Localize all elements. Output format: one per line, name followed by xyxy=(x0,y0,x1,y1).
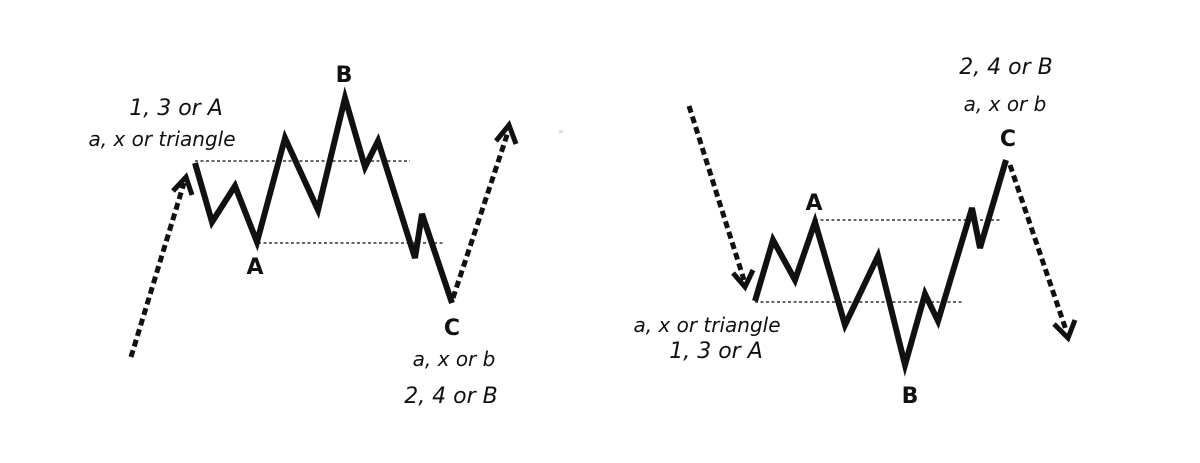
right-point-b-label: B xyxy=(902,384,919,409)
right-end-label-2: a, x or b xyxy=(964,92,1047,116)
right-diagram: a, x or triangle 1, 3 or A A B C 2, 4 or… xyxy=(633,55,1078,409)
right-point-a-label: A xyxy=(805,191,822,216)
left-incoming-arrowhead-icon xyxy=(171,172,195,196)
left-incoming-trend-arrow xyxy=(128,182,187,358)
left-point-b-label: B xyxy=(336,63,353,88)
right-flat-wave xyxy=(752,159,1009,377)
left-end-label-2: 2, 4 or B xyxy=(404,384,498,409)
right-point-c-label: C xyxy=(1000,127,1016,152)
left-start-label-1: 1, 3 or A xyxy=(129,96,223,121)
left-point-c-label: C xyxy=(444,316,460,341)
right-outgoing-arrowhead-icon xyxy=(1052,319,1078,343)
left-outgoing-arrowhead-icon xyxy=(494,120,519,145)
right-start-label-2: 1, 3 or A xyxy=(669,339,763,364)
left-diagram: 1, 3 or A a, x or triangle A B C a, x or… xyxy=(88,63,519,409)
right-start-label-1: a, x or triangle xyxy=(633,313,780,337)
right-end-label-1: 2, 4 or B xyxy=(959,55,1053,80)
left-outgoing-trend-arrow xyxy=(450,131,511,299)
stray-mark xyxy=(559,130,563,133)
right-incoming-arrowhead-icon xyxy=(731,268,756,292)
left-flat-wave xyxy=(192,86,455,304)
left-start-label-2: a, x or triangle xyxy=(88,127,235,151)
right-outgoing-trend-arrow xyxy=(1007,164,1069,331)
right-incoming-trend-arrow xyxy=(686,105,747,281)
left-end-label-1: a, x or b xyxy=(413,347,496,371)
left-point-a-label: A xyxy=(246,255,263,280)
